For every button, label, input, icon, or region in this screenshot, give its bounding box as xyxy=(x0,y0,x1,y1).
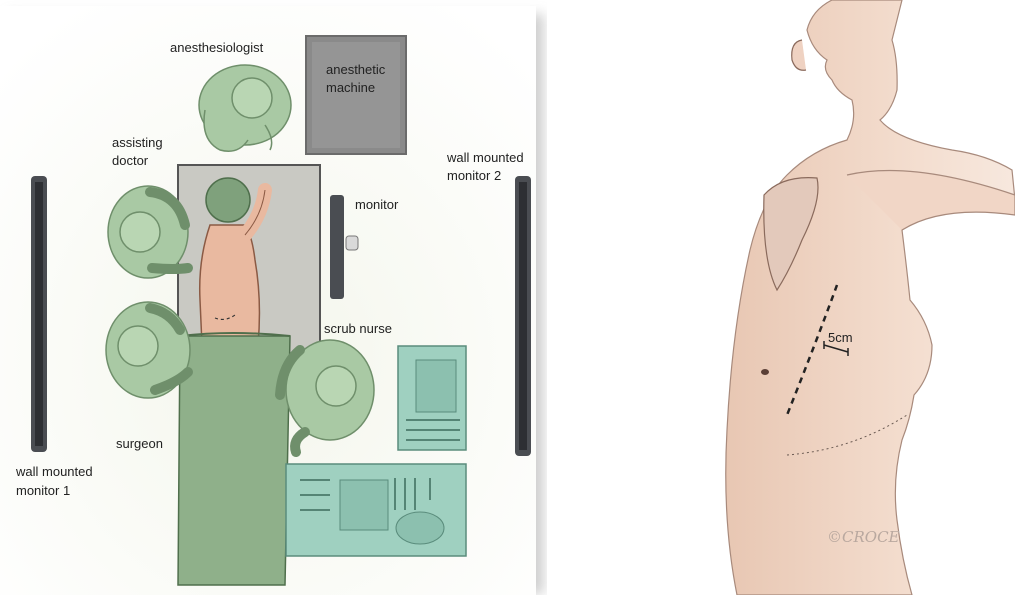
label-assisting-doctor-line2: doctor xyxy=(112,153,148,169)
label-anesthetic-machine-line2: machine xyxy=(326,80,375,96)
surgical-drape xyxy=(178,333,290,585)
incision-svg xyxy=(652,0,1015,595)
wall-monitor-2 xyxy=(515,176,531,456)
instrument-tray-large xyxy=(286,464,466,556)
label-assisting-doctor-line1: assisting xyxy=(112,135,163,151)
incision-illustration: 5cm ©CROCE xyxy=(652,0,1015,595)
label-wall-monitor-1-line1: wall mounted xyxy=(16,464,93,480)
label-scrub-nurse: scrub nurse xyxy=(324,321,392,337)
label-wall-monitor-2-line2: monitor 2 xyxy=(447,168,501,184)
or-layout-diagram: anesthesiologist anesthetic machine assi… xyxy=(0,0,547,595)
label-wall-monitor-1-line2: monitor 1 xyxy=(16,483,70,499)
wall-monitor-1 xyxy=(31,176,47,452)
surgeon-figure xyxy=(106,302,190,398)
patient-figure xyxy=(200,178,265,345)
assisting-doctor-figure xyxy=(108,186,188,278)
measure-label: 5cm xyxy=(828,330,853,345)
label-monitor: monitor xyxy=(355,197,398,213)
instrument-tray-small xyxy=(398,346,466,450)
artist-signature: ©CROCE xyxy=(827,528,900,546)
label-anesthetic-machine-line1: anesthetic xyxy=(326,62,385,78)
label-surgeon: surgeon xyxy=(116,436,163,452)
label-wall-monitor-2-line1: wall mounted xyxy=(447,150,524,166)
or-layout-svg xyxy=(0,0,547,595)
label-anesthesiologist: anesthesiologist xyxy=(170,40,263,56)
